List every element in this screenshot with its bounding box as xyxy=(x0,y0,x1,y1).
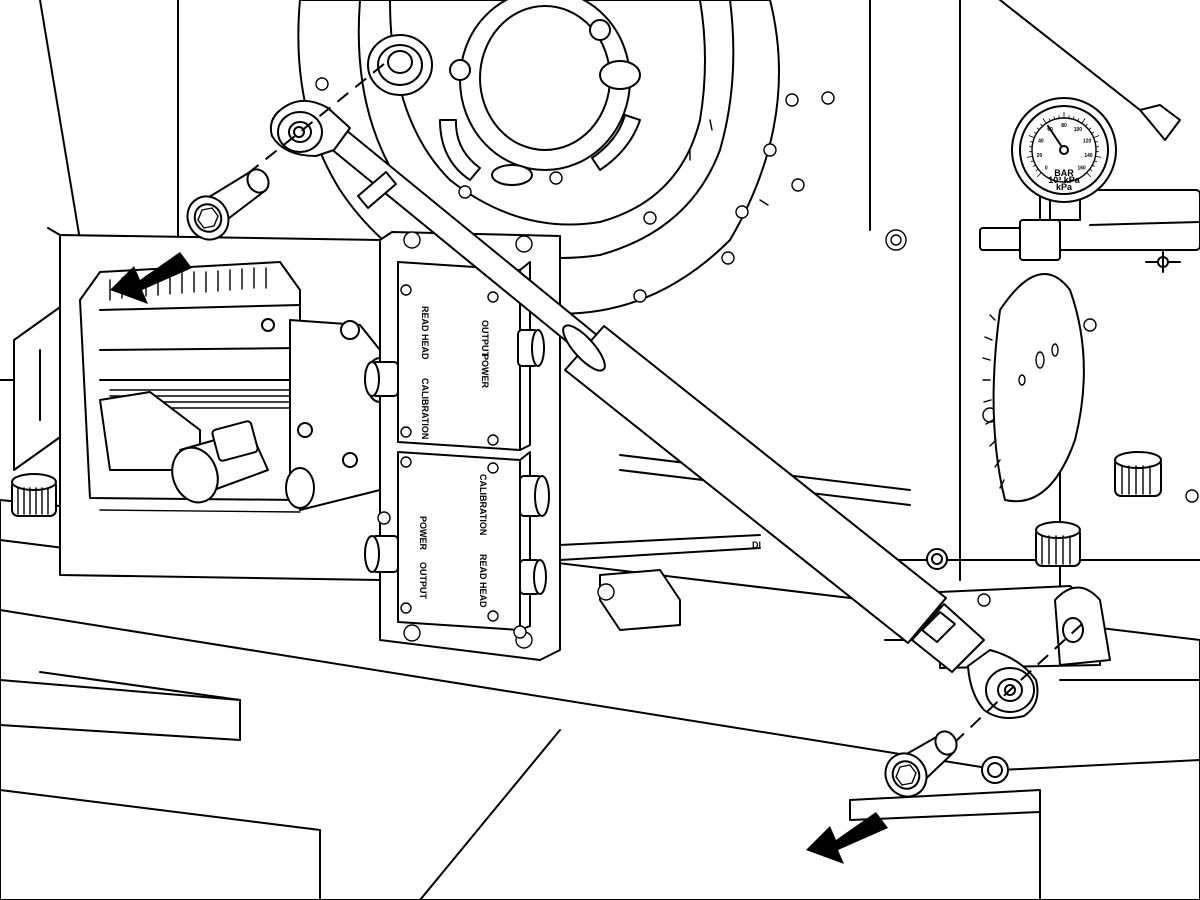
gauge-tick xyxy=(1093,160,1098,163)
knurled-knob-center xyxy=(1035,521,1081,567)
alignment-lines xyxy=(231,63,1083,743)
lower-right-details: DI xyxy=(559,454,1111,784)
gauge-tick xyxy=(1095,155,1102,158)
label-power-upper: POWER xyxy=(480,354,490,389)
bolt-icon xyxy=(186,168,270,241)
gauge-tick xyxy=(1036,172,1042,178)
gauge-tick xyxy=(1089,168,1093,172)
servo-motor xyxy=(79,261,395,513)
arrow-icon xyxy=(110,252,192,304)
gauge-tick xyxy=(1036,127,1040,131)
label-calibration-upper: CALIBRATION xyxy=(420,378,430,439)
right-housing xyxy=(819,0,1200,621)
gauge-tick xyxy=(1088,127,1092,131)
label-output-lower: OUTPUT xyxy=(418,562,428,600)
gauge-tick xyxy=(1094,141,1099,143)
gauge-tick-label: 20 xyxy=(1037,153,1043,159)
label-read-head-upper: READ HEAD xyxy=(420,306,430,360)
knurled-knob-right xyxy=(1114,451,1162,497)
gauge-unit-1: BAR xyxy=(1054,168,1074,178)
gauge-tick xyxy=(1042,118,1047,124)
gauge-tick xyxy=(1033,131,1037,134)
gauge-tick-label: 40 xyxy=(1038,138,1044,144)
indicator-disk xyxy=(982,273,1085,503)
gauge-tick-label: 140 xyxy=(1084,153,1093,159)
gauge-tick xyxy=(1085,123,1088,127)
encoder-module-upper: READ HEAD CALIBRATION POWER OUTPUT xyxy=(397,261,531,451)
gauge-tick-label: 160 xyxy=(1078,166,1087,172)
gauge-tick xyxy=(1092,164,1096,167)
label-read-head-lower: READ HEAD xyxy=(478,554,488,608)
strut-collar xyxy=(357,171,397,209)
partial-label: DI xyxy=(752,540,761,550)
gauge-tick xyxy=(1091,131,1095,134)
motor-connector xyxy=(171,420,269,504)
gauge-tick xyxy=(1086,172,1092,178)
gauge-unit-2: 10³ kPa xyxy=(1048,175,1081,185)
gauge-tick xyxy=(1040,123,1043,127)
gauge-tick-label: 80 xyxy=(1061,123,1067,129)
gauge-tick-label: 100 xyxy=(1074,127,1083,133)
gauge-tick xyxy=(1028,135,1035,139)
encoder-module-lower: CALIBRATION READ HEAD POWER OUTPUT xyxy=(397,451,531,631)
valve-handle-icon xyxy=(1145,251,1181,273)
gauge-tick xyxy=(1053,116,1056,120)
gauge-tick xyxy=(1030,160,1035,163)
gauge-tick xyxy=(1072,116,1075,120)
gauge-tick-label: 120 xyxy=(1083,138,1092,144)
label-power-lower: POWER xyxy=(418,516,428,551)
gauge-tick xyxy=(1077,118,1080,122)
knurled-knob-left xyxy=(11,473,57,517)
gauge-tick xyxy=(1029,141,1034,143)
bolt-boss xyxy=(367,34,433,96)
label-calibration-lower: CALIBRATION xyxy=(478,474,488,535)
module-connectors xyxy=(364,329,550,639)
gauge-tick xyxy=(1026,155,1033,158)
gauge-tick xyxy=(1093,135,1100,139)
gauge-unit-3: kPa xyxy=(1056,182,1073,192)
bolt-icon xyxy=(884,730,958,798)
gauge-tick xyxy=(1081,118,1086,124)
arrow-icon xyxy=(806,812,888,864)
gauge-tick xyxy=(1048,118,1051,122)
gauge-tick-label: 0 xyxy=(1045,166,1048,172)
label-output-upper: OUTPUT xyxy=(480,320,490,358)
gauge-tick xyxy=(1035,168,1039,172)
gauge-tick xyxy=(1032,164,1036,167)
telescopic-strut xyxy=(269,100,1039,719)
